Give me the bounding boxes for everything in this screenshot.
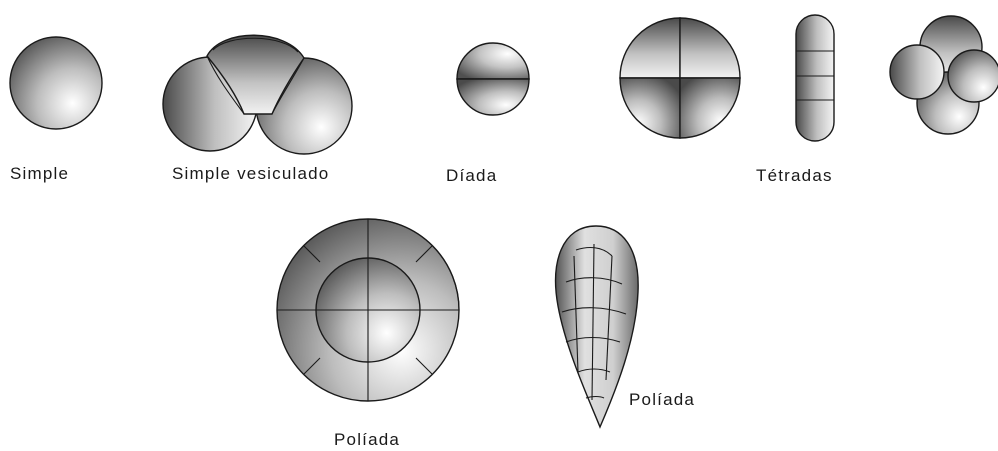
label-poliada-elongated: Políada [629, 390, 695, 409]
label-simple: Simple [10, 164, 69, 183]
simple-grain [10, 37, 102, 129]
tetrad-tetrahedral-grain [890, 16, 998, 134]
vesiculate-grain [163, 35, 352, 154]
label-poliada-round: Políada [334, 430, 400, 449]
polyad-round-grain [277, 219, 459, 401]
label-diada: Díada [446, 166, 497, 185]
dyad-grain [457, 43, 529, 115]
label-simple-vesiculado: Simple vesiculado [172, 164, 329, 183]
polyad-elongated-grain [556, 226, 639, 427]
tetrad-square-grain [620, 18, 740, 138]
tetrad-linear-grain [796, 15, 834, 141]
label-tetradas: Tétradas [756, 166, 833, 185]
